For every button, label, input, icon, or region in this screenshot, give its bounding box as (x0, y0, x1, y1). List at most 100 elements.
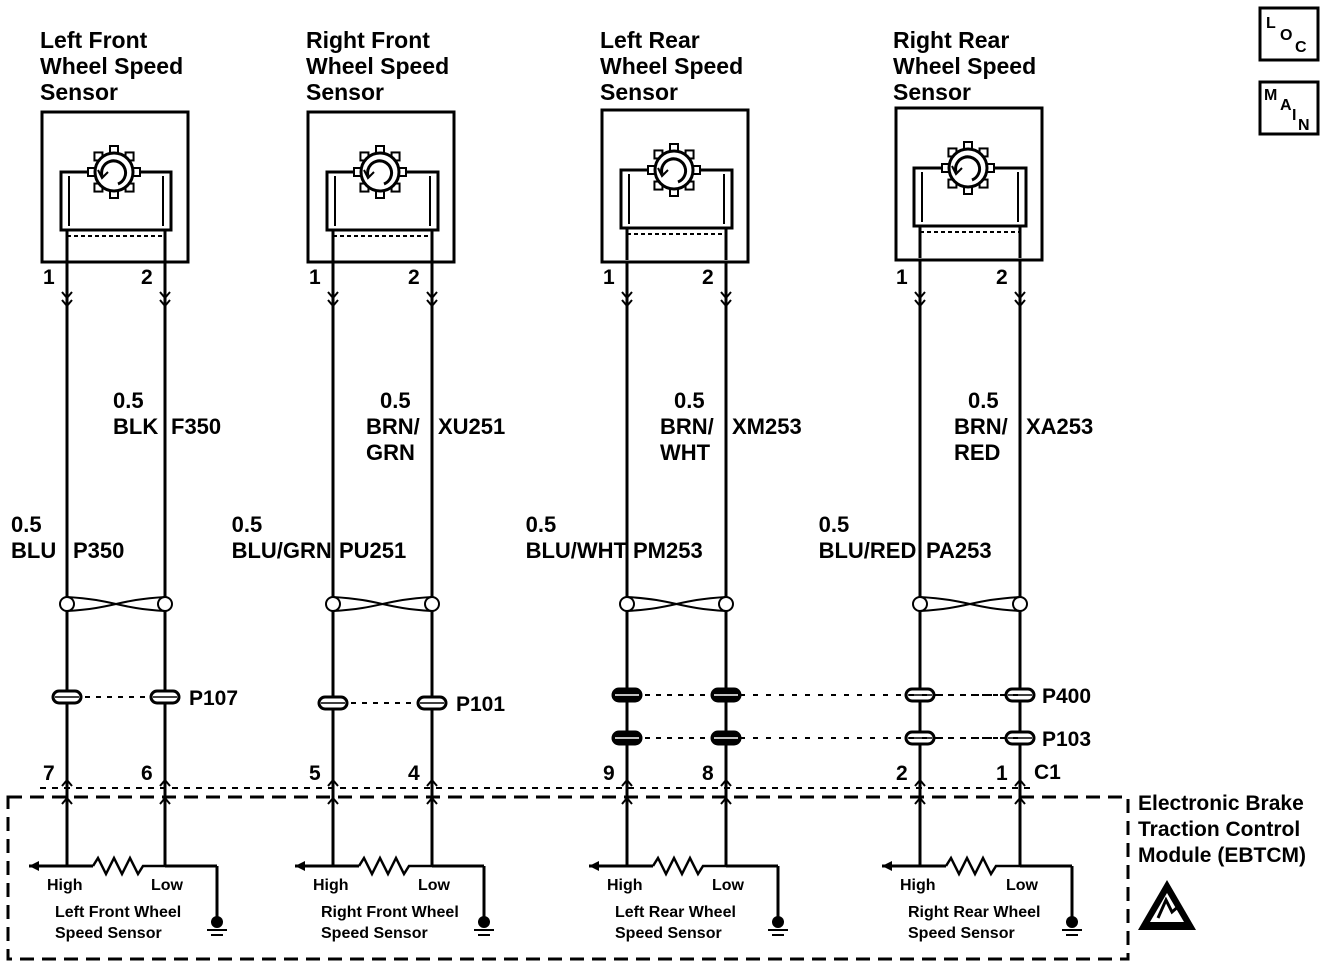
twisted-pair-icon (59, 596, 173, 612)
module-sensor-name-line1: Left Front Wheel (55, 904, 181, 921)
high-label: High (313, 877, 349, 894)
sensor-title-line: Wheel Speed (600, 53, 743, 79)
high-label: High (900, 877, 936, 894)
loc-letter-c: C (1295, 39, 1307, 56)
wire2-gauge: 0.5 (380, 388, 411, 413)
terminal-chevron-icon (61, 291, 73, 308)
wire2-color-stripe: GRN (366, 440, 415, 465)
connector-p103-label: P103 (1042, 728, 1091, 751)
wire2-color: BRN/ (954, 414, 1008, 439)
wire1-color: BLU/GRN (232, 538, 332, 563)
wire2-color: BRN/ (660, 414, 714, 439)
high-label: High (607, 877, 643, 894)
sensor-pin-2-label: 2 (408, 266, 420, 289)
module-sensor-name-line2: Speed Sensor (615, 925, 722, 942)
low-label: Low (712, 877, 745, 894)
signal-arrow-icon (589, 861, 599, 871)
wire1-gauge: 0.5 (526, 512, 557, 537)
sensor-pin-1-label: 1 (603, 266, 615, 289)
sensor-pin-1-label: 1 (309, 266, 321, 289)
wire2-circuit: XU251 (438, 414, 505, 439)
loc-button[interactable]: L O C (1258, 6, 1320, 62)
module-pin-2-label: 8 (702, 762, 714, 785)
wire1-circuit: PM253 (633, 538, 703, 563)
sensor-pin-2-label: 2 (996, 266, 1008, 289)
twisted-pair-icon (619, 596, 734, 612)
twisted-pair-icon (912, 596, 1028, 612)
sensor-title-line: Sensor (600, 79, 678, 105)
wire2-color-stripe: RED (954, 440, 1000, 465)
terminal-chevron-icon (426, 291, 438, 308)
module-sensor-name-line1: Right Front Wheel (321, 904, 459, 921)
wire2-circuit: F350 (171, 414, 221, 439)
wire2-gauge: 0.5 (968, 388, 999, 413)
wire1-color: BLU/RED (819, 538, 917, 563)
loc-letter-l: L (1266, 15, 1276, 32)
module-label-line3: Module (EBTCM) (1138, 844, 1306, 867)
sensor-title-line: Sensor (40, 79, 118, 105)
wire1-gauge: 0.5 (11, 512, 42, 537)
wire1-circuit: PA253 (926, 538, 992, 563)
sensor-title-line: Right Rear (893, 27, 1009, 53)
signal-arrow-icon (295, 861, 305, 871)
module-terminal-chevron-icon (327, 778, 339, 805)
connector-p400-label: P400 (1042, 685, 1091, 708)
main-button[interactable]: M A I N (1258, 80, 1320, 136)
terminal-chevron-icon (327, 291, 339, 308)
high-label: High (47, 877, 83, 894)
sensor-pin-1-label: 1 (43, 266, 55, 289)
sensor-title-line: Wheel Speed (40, 53, 183, 79)
low-label: Low (418, 877, 451, 894)
resistor-icon (651, 855, 726, 877)
sensor-title-line: Right Front (306, 27, 430, 53)
loc-letter-o: O (1280, 27, 1292, 44)
ebtcm-box (6, 795, 1130, 961)
wire1-color: BLU (11, 538, 56, 563)
wire2-circuit: XM253 (732, 414, 802, 439)
sensor-pin-2-label: 2 (702, 266, 714, 289)
module-sensor-name-line2: Speed Sensor (908, 925, 1015, 942)
wire2-gauge: 0.5 (674, 388, 705, 413)
main-letter-a: A (1280, 97, 1292, 114)
tone-ring-icon (87, 145, 141, 199)
wire2-circuit: XA253 (1026, 414, 1093, 439)
wire2-color: BRN/ (366, 414, 420, 439)
wire2-color-stripe: WHT (660, 440, 711, 465)
inline-connector-label: P101 (456, 693, 505, 716)
module-pin-1-label: 9 (603, 762, 615, 785)
sensor-title-line: Left Front (40, 27, 148, 53)
resistor-icon (91, 855, 165, 877)
main-letter-m: M (1264, 87, 1277, 104)
wire2-gauge: 0.5 (113, 388, 144, 413)
inline-connector-label: P107 (189, 687, 238, 710)
sensor-title-line: Sensor (893, 79, 971, 105)
module-pin-1-label: 7 (43, 762, 55, 785)
rear-connector-links (740, 694, 1018, 739)
wire2-color: BLK (113, 414, 158, 439)
ground-icon (474, 916, 494, 936)
terminal-chevron-icon (914, 291, 926, 308)
module-sensor-name-line1: Left Rear Wheel (615, 904, 736, 921)
main-letter-n: N (1298, 117, 1310, 134)
terminal-chevron-icon (1014, 291, 1026, 308)
module-sensor-name-line1: Right Rear Wheel (908, 904, 1040, 921)
module-pin-1-label: 5 (309, 762, 321, 785)
wire1-color: BLU/WHT (526, 538, 628, 563)
module-pin-2-label: 6 (141, 762, 153, 785)
wire1-circuit: PU251 (339, 538, 406, 563)
sensor-title-line: Left Rear (600, 27, 700, 53)
module-terminal-chevron-icon (61, 778, 73, 805)
twisted-pair-icon (325, 596, 440, 612)
sensor-title-line: Sensor (306, 79, 384, 105)
wire1-gauge: 0.5 (232, 512, 263, 537)
module-pin-1-label: 2 (896, 762, 908, 785)
ground-icon (768, 916, 788, 936)
ground-icon (207, 916, 227, 936)
resistor-icon (944, 855, 1020, 877)
module-connector-c1-label: C1 (1034, 761, 1061, 784)
terminal-chevron-icon (720, 291, 732, 308)
